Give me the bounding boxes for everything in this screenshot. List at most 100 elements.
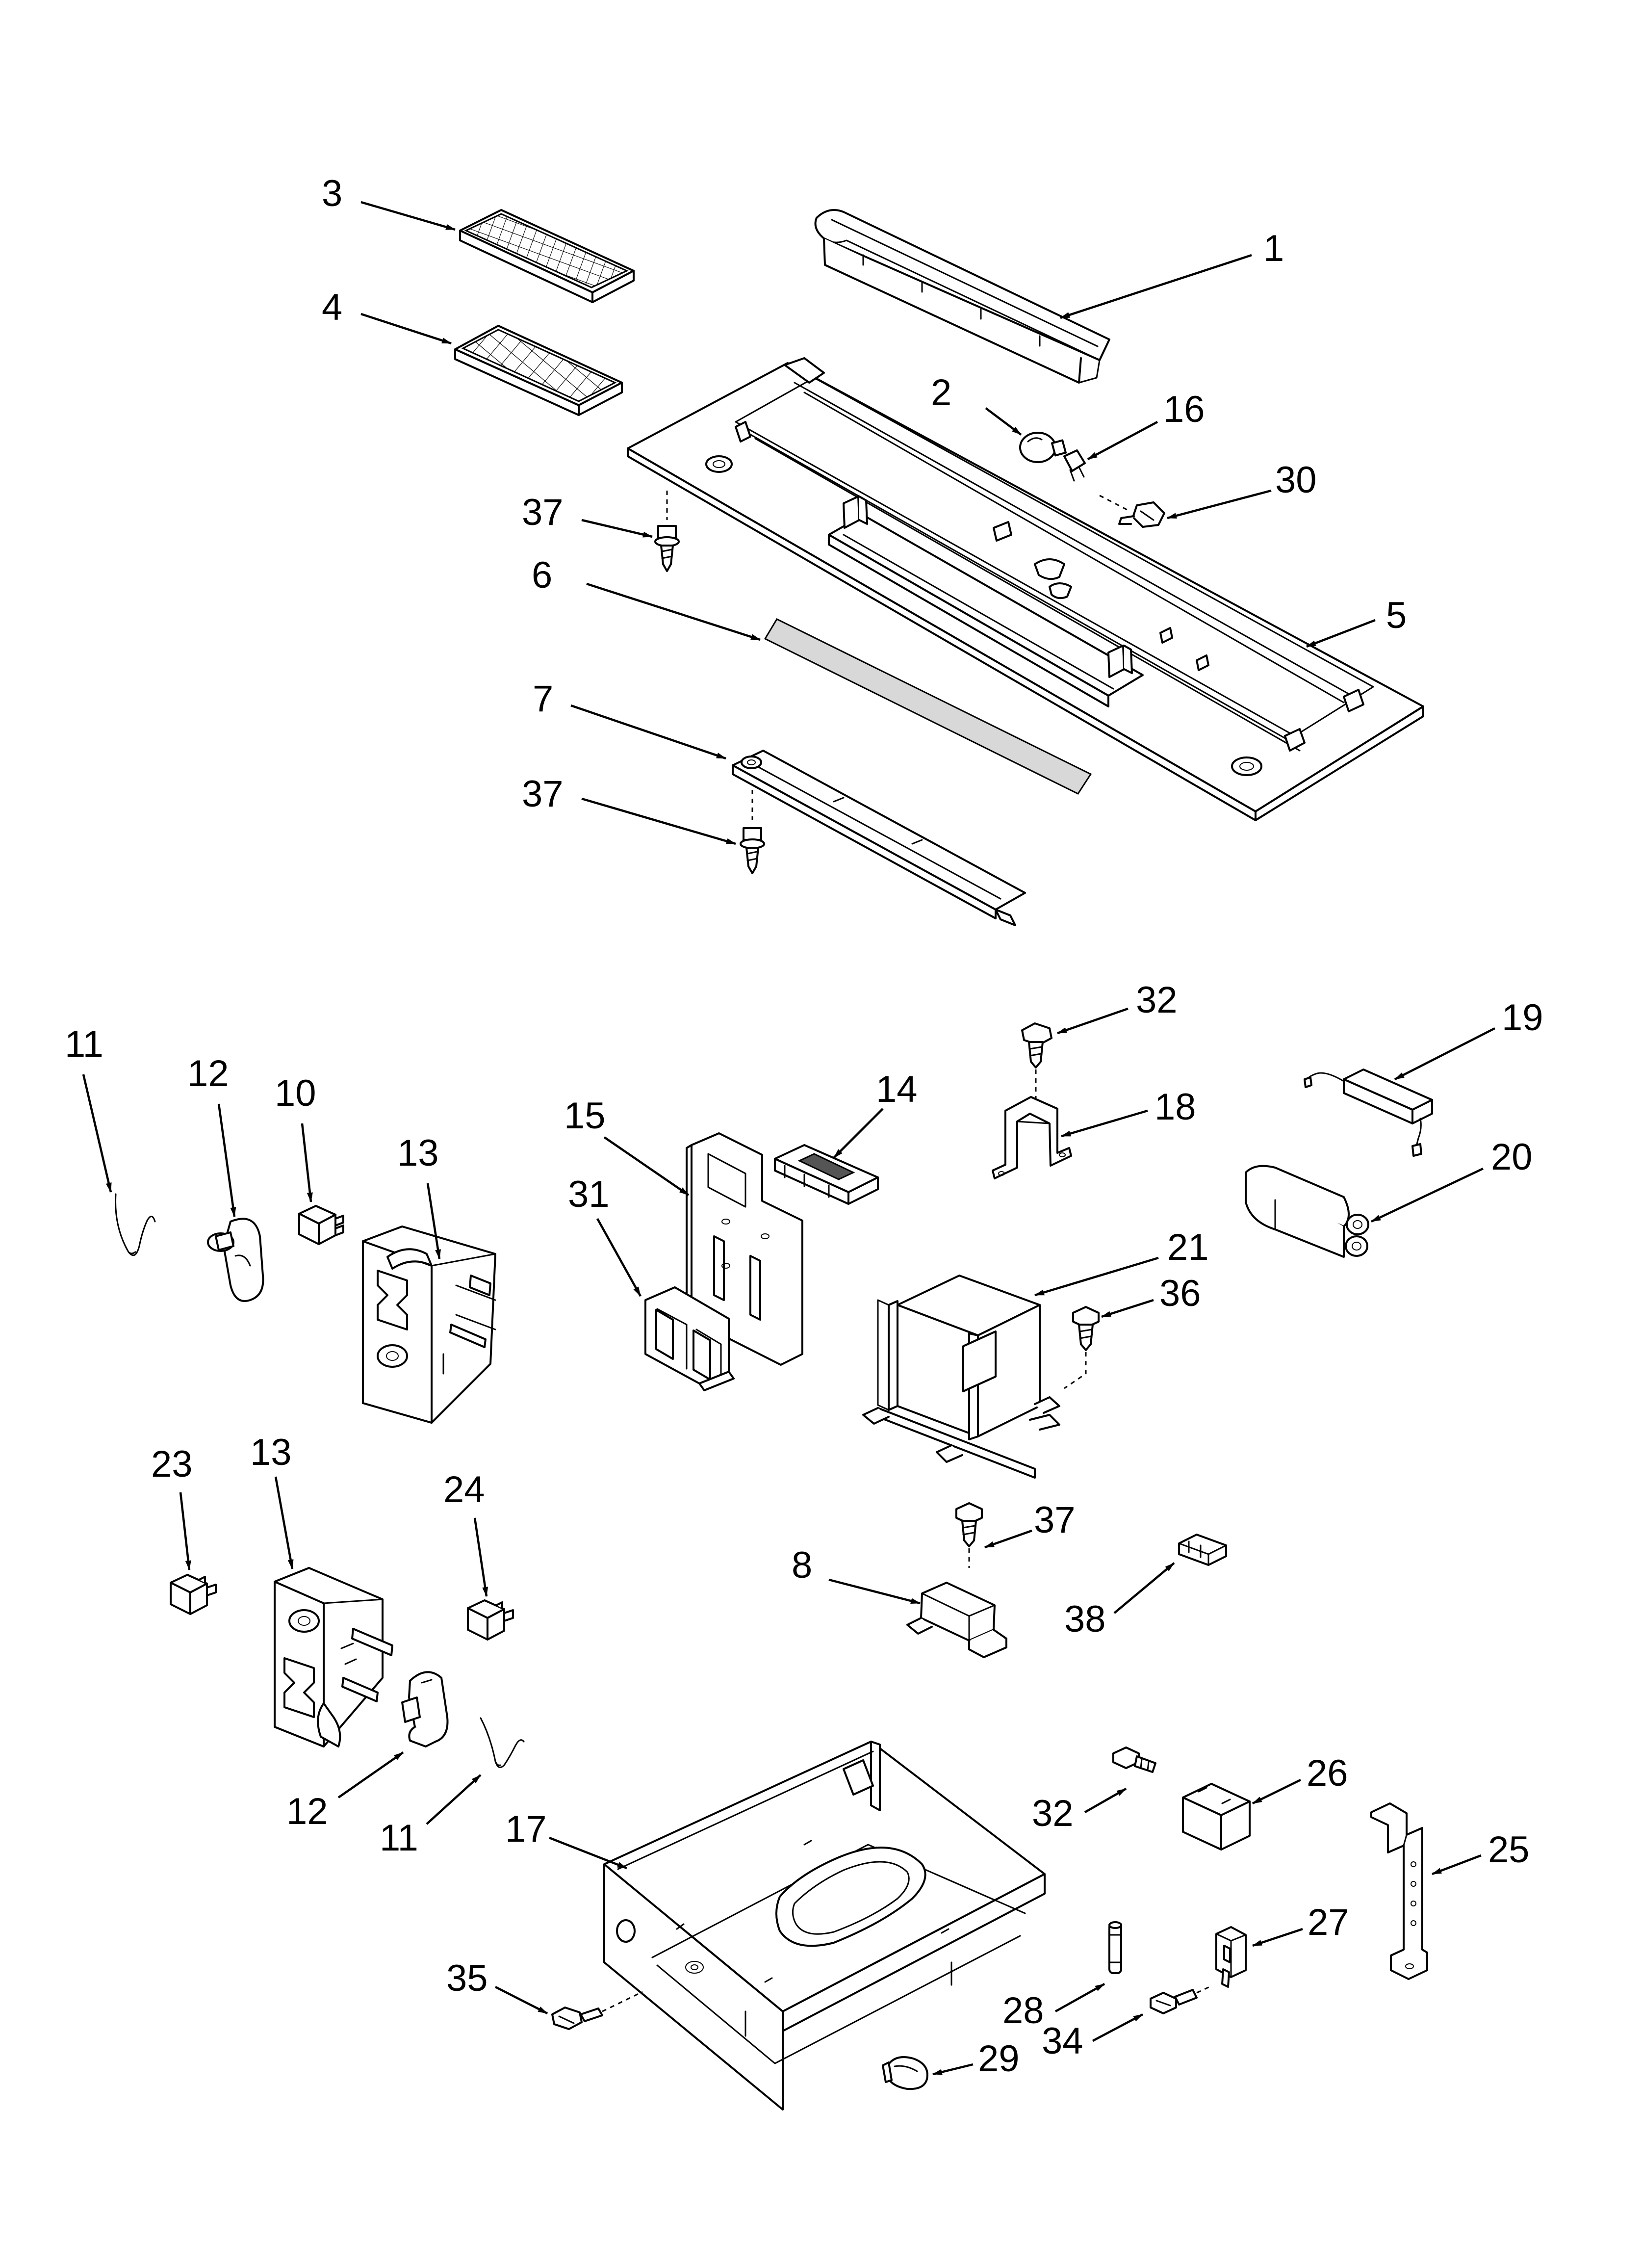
callout-32-lower: 32 bbox=[1032, 1793, 1074, 1834]
bracket-part-8 bbox=[906, 1582, 1007, 1658]
callout-12-lower: 12 bbox=[286, 1791, 328, 1832]
leader-12-upper bbox=[217, 1103, 236, 1217]
leader-17 bbox=[549, 1836, 627, 1870]
callout-37-middle: 37 bbox=[522, 773, 564, 815]
callout-36: 36 bbox=[1159, 1273, 1201, 1314]
leader-lines bbox=[82, 201, 1496, 2076]
leader-29 bbox=[932, 2063, 974, 2076]
callout-20: 20 bbox=[1491, 1136, 1533, 1178]
callout-17: 17 bbox=[505, 1808, 547, 1850]
screw-part-35 bbox=[551, 1991, 643, 2030]
latch-lever-part-12-lower bbox=[401, 1671, 449, 1747]
spring-part-11-upper bbox=[115, 1193, 156, 1256]
callout-34: 34 bbox=[1042, 2020, 1083, 2062]
bracket-part-31 bbox=[644, 1286, 735, 1391]
leader-23 bbox=[179, 1492, 191, 1570]
grille-bracket-part-7 bbox=[732, 750, 1026, 926]
leader-28 bbox=[1054, 1983, 1105, 2012]
callout-27: 27 bbox=[1308, 1902, 1349, 1943]
lamp-socket-part-16 bbox=[1063, 449, 1086, 482]
callout-24: 24 bbox=[443, 1469, 485, 1511]
screw-part-30 bbox=[1099, 495, 1165, 528]
mounting-bracket-part-25 bbox=[1370, 1802, 1428, 1980]
leader-32-lower bbox=[1084, 1788, 1127, 1813]
leader-3 bbox=[360, 201, 456, 231]
callout-25: 25 bbox=[1488, 1829, 1530, 1871]
callout-21: 21 bbox=[1167, 1226, 1209, 1268]
vent-panel-part-5 bbox=[627, 357, 1424, 821]
leader-7 bbox=[570, 704, 726, 760]
leader-4 bbox=[360, 313, 452, 345]
callout-4: 4 bbox=[322, 287, 342, 328]
grommet-part-29 bbox=[882, 2056, 928, 2090]
diode-part-19 bbox=[1304, 1069, 1433, 1157]
callout-19: 19 bbox=[1502, 997, 1543, 1039]
callout-26: 26 bbox=[1307, 1752, 1348, 1794]
callout-6: 6 bbox=[532, 554, 552, 596]
switch-part-24 bbox=[467, 1599, 514, 1641]
leader-18 bbox=[1061, 1109, 1148, 1138]
callout-7: 7 bbox=[533, 678, 553, 720]
screw-part-34 bbox=[1150, 1986, 1210, 2014]
leader-14 bbox=[833, 1108, 884, 1159]
callout-13-lower: 13 bbox=[250, 1432, 292, 1473]
base-plate-part-17 bbox=[603, 1741, 1046, 2111]
callout-numbers: 1 2 3 4 16 30 37 6 5 7 37 11 12 10 13 15… bbox=[65, 173, 1543, 2080]
callout-23: 23 bbox=[151, 1443, 193, 1485]
leader-25 bbox=[1432, 1854, 1482, 1876]
interlock-bracket-part-13-upper bbox=[362, 1225, 496, 1424]
light-bulb-part-2 bbox=[1019, 432, 1067, 463]
switch-part-23 bbox=[170, 1574, 217, 1615]
leader-6 bbox=[586, 582, 761, 641]
leader-30 bbox=[1167, 489, 1272, 520]
callout-35: 35 bbox=[446, 1957, 488, 1999]
filter-part-4 bbox=[454, 325, 623, 416]
latch-lever-part-12-upper bbox=[207, 1218, 264, 1302]
callout-37-top: 37 bbox=[522, 492, 564, 533]
callout-5: 5 bbox=[1386, 595, 1407, 636]
leader-1 bbox=[1060, 254, 1252, 319]
screw-part-36 bbox=[1064, 1306, 1100, 1389]
leader-2 bbox=[985, 407, 1022, 436]
leader-13-upper bbox=[426, 1183, 441, 1259]
wire-clip-part-38 bbox=[1178, 1534, 1227, 1566]
interlock-bracket-part-13-lower bbox=[274, 1567, 393, 1747]
capacitor-part-20 bbox=[1245, 1165, 1369, 1258]
leader-10 bbox=[301, 1123, 313, 1202]
callout-37-lower: 37 bbox=[1034, 1499, 1076, 1541]
filter-part-3 bbox=[459, 209, 635, 303]
leader-11-upper bbox=[82, 1074, 112, 1193]
fuse-clip-part-27 bbox=[1215, 1926, 1247, 1988]
callout-12-upper: 12 bbox=[187, 1053, 229, 1095]
callout-11-lower: 11 bbox=[380, 1817, 418, 1859]
callout-28: 28 bbox=[1002, 1990, 1044, 2032]
callout-8: 8 bbox=[792, 1544, 812, 1586]
leader-16 bbox=[1087, 421, 1158, 460]
callout-16: 16 bbox=[1163, 389, 1205, 430]
callout-15: 15 bbox=[564, 1095, 606, 1137]
leader-34 bbox=[1092, 2013, 1144, 2042]
screw-part-37-lower bbox=[955, 1502, 983, 1568]
leader-37-middle bbox=[581, 797, 736, 845]
leader-8 bbox=[828, 1578, 921, 1605]
leader-20 bbox=[1371, 1167, 1484, 1223]
leader-5 bbox=[1306, 619, 1376, 648]
callout-31: 31 bbox=[568, 1173, 610, 1215]
callout-30: 30 bbox=[1275, 459, 1317, 501]
callout-14: 14 bbox=[876, 1069, 918, 1110]
foil-tape-part-6 bbox=[764, 618, 1092, 795]
screw-part-37-top bbox=[654, 491, 680, 572]
leader-36 bbox=[1101, 1299, 1154, 1318]
callout-3: 3 bbox=[322, 173, 342, 214]
leader-24 bbox=[473, 1517, 488, 1597]
leader-26 bbox=[1252, 1778, 1301, 1805]
leader-11-lower bbox=[426, 1774, 482, 1825]
leader-27 bbox=[1252, 1928, 1303, 1947]
bracket-part-18 bbox=[992, 1096, 1072, 1179]
callout-32-upper: 32 bbox=[1136, 979, 1178, 1021]
callout-38: 38 bbox=[1064, 1598, 1106, 1640]
transformer-part-21 bbox=[862, 1275, 1060, 1479]
relay-part-26 bbox=[1182, 1783, 1251, 1851]
leader-31 bbox=[596, 1218, 641, 1297]
